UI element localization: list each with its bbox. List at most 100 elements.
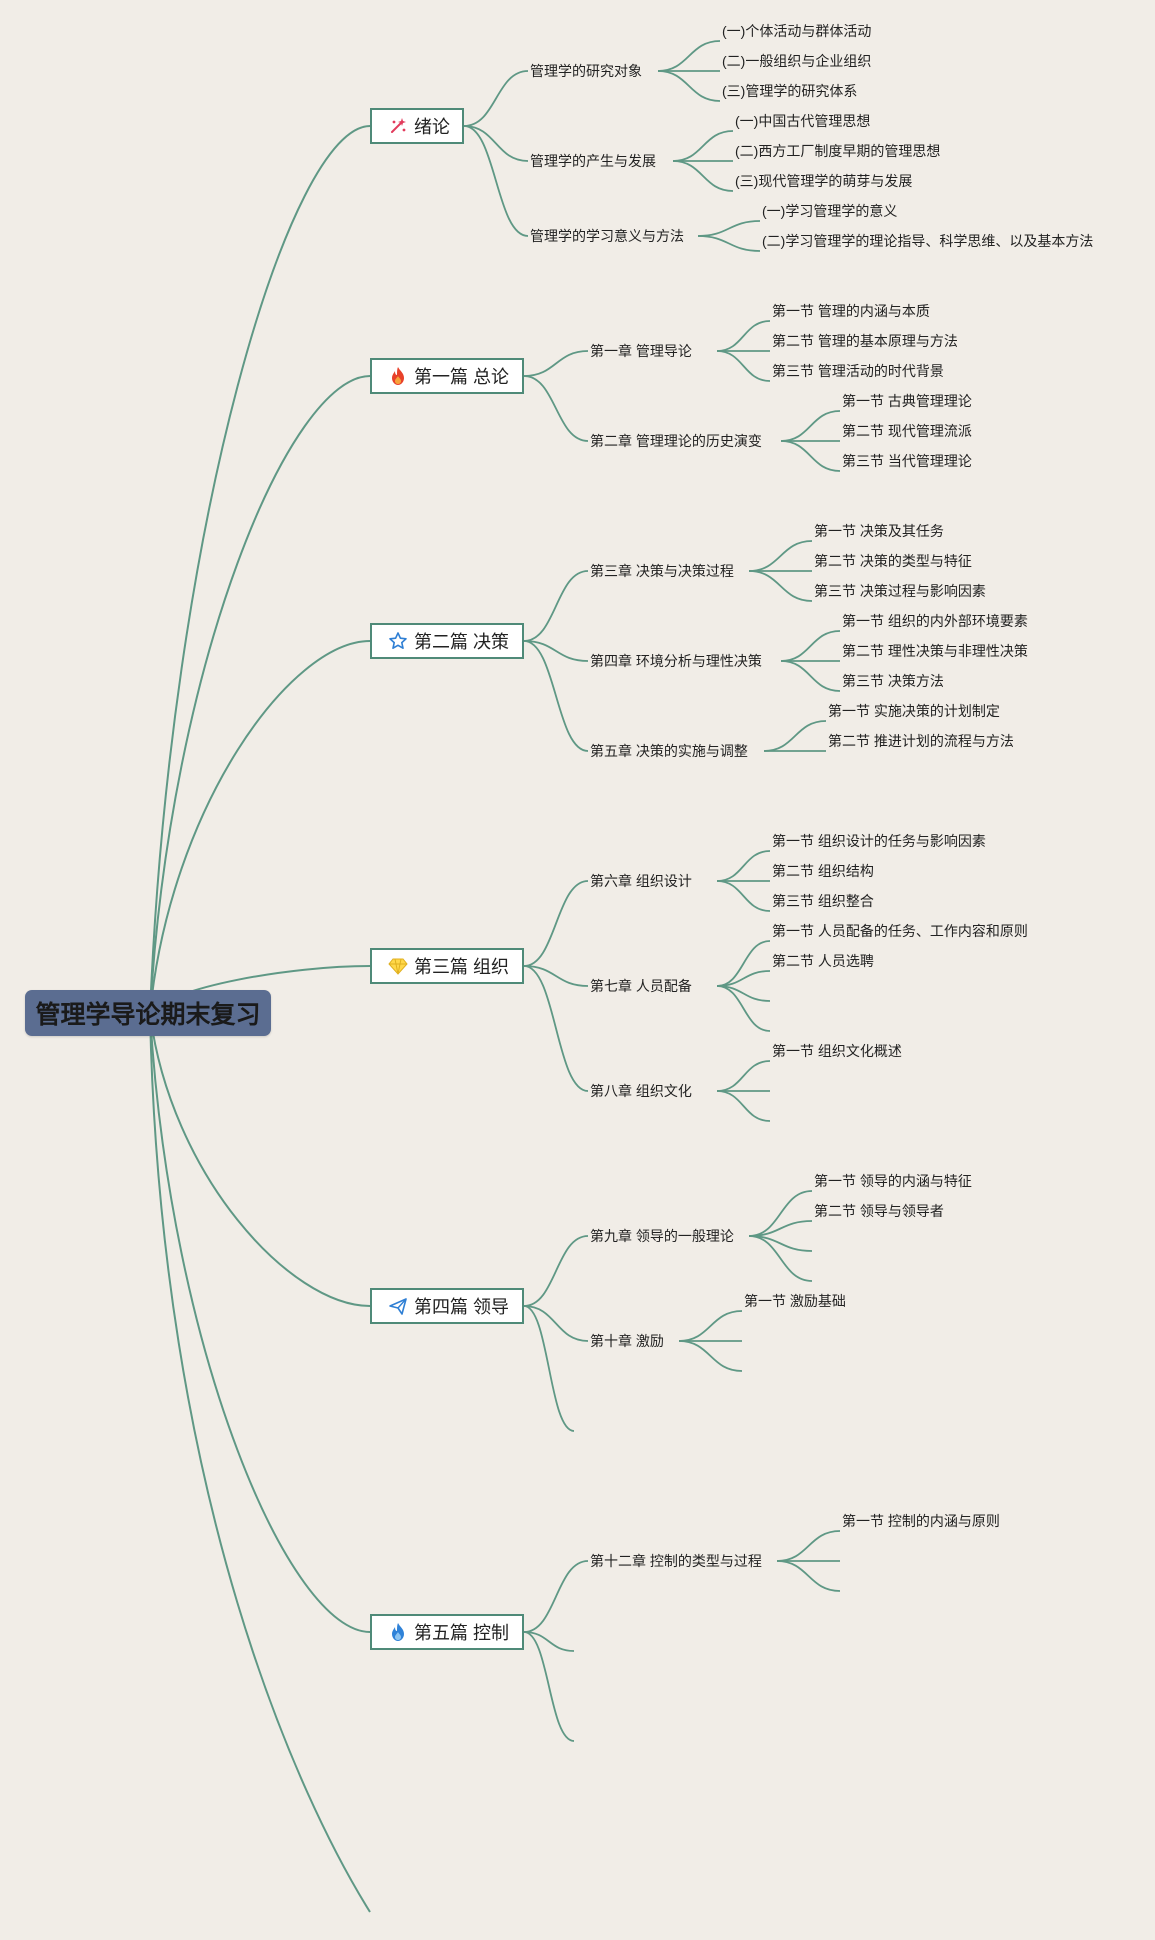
- chapter-label[interactable]: 第二章 管理理论的历史演变: [590, 433, 762, 449]
- section-label[interactable]: 第二节 理性决策与非理性决策: [842, 643, 1028, 659]
- section-label[interactable]: 第一节 领导的内涵与特征: [814, 1173, 972, 1189]
- part-to-chapter-link: [523, 1631, 575, 1742]
- chapter-label[interactable]: 第十章 激励: [590, 1333, 664, 1349]
- chapter-label[interactable]: 第八章 组织文化: [590, 1083, 692, 1099]
- chapter-to-section-link: [716, 985, 771, 1032]
- section-label[interactable]: 第二节 决策的类型与特征: [814, 553, 972, 569]
- part-node[interactable]: 第四篇 领导: [370, 1288, 524, 1324]
- part-node[interactable]: 绪论: [370, 108, 464, 144]
- part-to-chapter-link: [523, 640, 589, 752]
- flame-icon: [388, 1622, 408, 1642]
- root-node[interactable]: 管理学导论期末复习: [25, 990, 271, 1036]
- chapter-to-section-link: [716, 850, 771, 882]
- chapter-to-section-link: [780, 630, 841, 662]
- root-to-part-link: [149, 1012, 371, 1633]
- chapter-to-section-link: [780, 440, 841, 472]
- section-label[interactable]: 第二节 人员选聘: [772, 953, 874, 969]
- chapter-label[interactable]: 管理学的研究对象: [530, 63, 642, 79]
- chapter-label[interactable]: 第九章 领导的一般理论: [590, 1228, 734, 1244]
- part-to-chapter-link: [523, 570, 589, 642]
- part-label: 第五篇 控制: [414, 1623, 510, 1643]
- part-label: 第二篇 决策: [414, 632, 510, 652]
- chapter-label[interactable]: 第五章 决策的实施与调整: [590, 743, 748, 759]
- part-node[interactable]: 第一篇 总论: [370, 358, 524, 394]
- chapter-to-section-link: [780, 660, 841, 692]
- chapter-to-section-link: [678, 1310, 743, 1342]
- section-label[interactable]: 第一节 激励基础: [744, 1293, 846, 1309]
- root-trailing-link: [149, 1012, 371, 1913]
- part-label: 绪论: [414, 117, 450, 137]
- section-label[interactable]: 第一节 组织设计的任务与影响因素: [772, 833, 986, 849]
- section-label[interactable]: 第一节 人员配备的任务、工作内容和原则: [772, 923, 1028, 939]
- chapter-to-section-link: [748, 1235, 813, 1282]
- section-label[interactable]: 第一节 实施决策的计划制定: [828, 703, 1000, 719]
- chapter-label[interactable]: 第四章 环境分析与理性决策: [590, 653, 762, 669]
- chapter-label[interactable]: 第一章 管理导论: [590, 343, 692, 359]
- chapter-label[interactable]: 第三章 决策与决策过程: [590, 563, 734, 579]
- section-label[interactable]: 第三节 当代管理理论: [842, 453, 972, 469]
- chapter-to-section-link: [678, 1340, 743, 1372]
- fire-icon: [388, 366, 408, 386]
- paper-plane-icon: [388, 1296, 408, 1316]
- root-to-part-link: [149, 375, 371, 1014]
- star-icon: [388, 631, 408, 651]
- section-label[interactable]: (三)现代管理学的萌芽与发展: [735, 173, 913, 189]
- chapter-to-section-link: [672, 130, 734, 162]
- section-label[interactable]: 第三节 组织整合: [772, 893, 874, 909]
- section-label[interactable]: (一)个体活动与群体活动: [722, 23, 872, 39]
- part-to-chapter-link: [523, 1305, 589, 1342]
- section-label[interactable]: 第二节 组织结构: [772, 863, 874, 879]
- part-to-chapter-link: [463, 125, 529, 162]
- chapter-to-section-link: [716, 320, 771, 352]
- chapter-to-section-link: [716, 350, 771, 382]
- section-label[interactable]: (二)学习管理学的理论指导、科学思维、以及基本方法: [762, 233, 1094, 249]
- section-label[interactable]: 第一节 控制的内涵与原则: [842, 1513, 1000, 1529]
- section-label[interactable]: 第一节 组织的内外部环境要素: [842, 613, 1028, 629]
- chapter-label[interactable]: 管理学的产生与发展: [530, 153, 656, 169]
- part-to-chapter-link: [463, 70, 529, 127]
- part-node[interactable]: 第二篇 决策: [370, 623, 524, 659]
- section-label[interactable]: 第二节 领导与领导者: [814, 1203, 944, 1219]
- chapter-label[interactable]: 第十二章 控制的类型与过程: [590, 1553, 762, 1569]
- chapter-to-section-link: [716, 880, 771, 912]
- chapter-to-section-link: [763, 720, 827, 752]
- section-label[interactable]: (一)中国古代管理思想: [735, 113, 871, 129]
- part-node[interactable]: 第三篇 组织: [370, 948, 524, 984]
- chapter-to-section-link: [776, 1560, 841, 1592]
- section-label[interactable]: 第一节 决策及其任务: [814, 523, 944, 539]
- chapter-to-section-link: [697, 220, 761, 237]
- chapter-to-section-link: [697, 235, 761, 252]
- part-to-chapter-link: [523, 350, 589, 377]
- section-label[interactable]: 第三节 决策过程与影响因素: [814, 583, 986, 599]
- root-to-part-link: [149, 640, 371, 1014]
- chapter-label[interactable]: 第七章 人员配备: [590, 978, 692, 994]
- section-label[interactable]: 第一节 管理的内涵与本质: [772, 303, 930, 319]
- root-to-part-link: [149, 1012, 371, 1307]
- chapter-label[interactable]: 管理学的学习意义与方法: [530, 228, 684, 244]
- section-label[interactable]: 第一节 古典管理理论: [842, 393, 972, 409]
- section-label[interactable]: 第二节 推进计划的流程与方法: [828, 733, 1014, 749]
- part-to-chapter-link: [523, 965, 589, 987]
- section-label[interactable]: 第二节 管理的基本原理与方法: [772, 333, 958, 349]
- part-to-chapter-link: [523, 375, 589, 442]
- part-label: 第一篇 总论: [414, 367, 510, 387]
- part-to-chapter-link: [523, 640, 589, 662]
- chapter-to-section-link: [748, 540, 813, 572]
- chapter-to-section-link: [657, 40, 721, 72]
- part-node[interactable]: 第五篇 控制: [370, 1614, 524, 1650]
- section-label[interactable]: (二)西方工厂制度早期的管理思想: [735, 143, 941, 159]
- root-to-part-link: [149, 125, 371, 1014]
- chapter-label[interactable]: 第六章 组织设计: [590, 873, 692, 889]
- section-label[interactable]: (一)学习管理学的意义: [762, 203, 898, 219]
- section-label[interactable]: 第二节 现代管理流派: [842, 423, 972, 439]
- chapter-to-section-link: [672, 160, 734, 192]
- part-to-chapter-link: [523, 1631, 575, 1652]
- section-label[interactable]: 第三节 管理活动的时代背景: [772, 363, 944, 379]
- section-label[interactable]: 第一节 组织文化概述: [772, 1043, 902, 1059]
- section-label[interactable]: (三)管理学的研究体系: [722, 83, 858, 99]
- section-label[interactable]: (二)一般组织与企业组织: [722, 53, 872, 69]
- section-label[interactable]: 第三节 决策方法: [842, 673, 944, 689]
- part-to-chapter-link: [523, 1305, 575, 1432]
- chapter-to-section-link: [748, 570, 813, 602]
